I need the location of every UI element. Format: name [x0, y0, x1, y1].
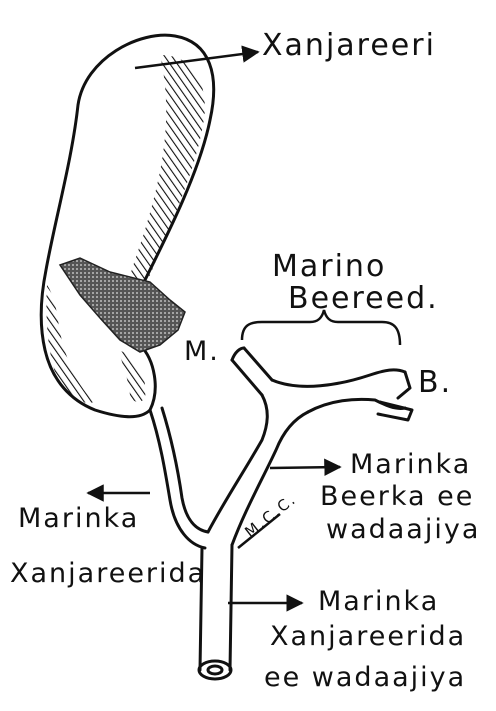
right-hepatic-duct-upper — [272, 370, 405, 386]
common-bile-duct-opening — [199, 661, 231, 679]
label-common-hepatic-3: wadaajiya — [326, 514, 480, 545]
left-hepatic-duct-end — [232, 348, 244, 360]
label-common-bile-3: ee wadaajiya — [264, 662, 466, 693]
label-cystic-duct-2: Xanjareerida — [10, 558, 206, 589]
label-mcc: M.C.C. — [241, 490, 300, 541]
label-cystic-duct-1: Marinka — [18, 503, 139, 534]
cystic-duct-inner — [162, 408, 208, 532]
label-gallbladder: Xanjareeri — [262, 28, 436, 63]
arrow-common-hepatic — [270, 467, 340, 468]
right-hepatic-duct-end — [398, 372, 410, 398]
common-hepatic-duct-left — [208, 395, 267, 532]
left-hepatic-duct-upper — [244, 348, 272, 380]
label-hepatic-ducts-2: Beereed. — [288, 281, 439, 316]
label-common-bile-2: Xanjareerida — [270, 621, 466, 652]
label-hepatic-ducts-1: Marino — [272, 249, 386, 284]
label-common-bile-1: Marinka — [318, 586, 439, 617]
label-common-hepatic-2: Beerka ee — [320, 481, 474, 512]
label-mark-b: B. — [418, 365, 452, 400]
common-bile-duct-right — [230, 545, 232, 670]
label-mark-m: M. — [184, 336, 220, 367]
label-common-hepatic-1: Marinka — [350, 449, 471, 480]
common-bile-duct-lumen — [208, 666, 222, 674]
